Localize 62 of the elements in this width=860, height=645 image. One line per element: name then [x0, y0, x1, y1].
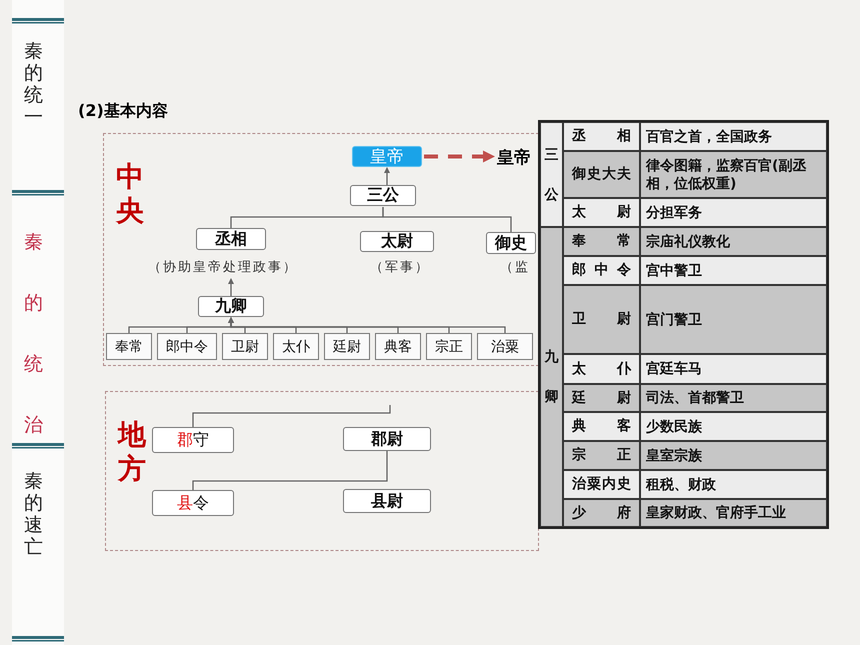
table-cell: 司法、首都警卫 — [640, 384, 827, 412]
table-cell: 典客 — [563, 412, 640, 441]
office-box: 典客 — [375, 333, 421, 360]
table-cell: 治粟内史 — [563, 470, 640, 499]
table-cell: 宫门警卫 — [640, 285, 827, 354]
org-box: 郡守 — [152, 427, 234, 453]
org-box: 郡尉 — [343, 427, 431, 451]
office-box: 奉常 — [106, 333, 152, 360]
section-link: 秦的统治 — [24, 230, 44, 438]
table-cell: 太尉 — [563, 198, 640, 227]
heading: (2)基本内容 — [78, 101, 168, 122]
table-cell: 九卿 — [540, 227, 563, 527]
arrow — [228, 278, 234, 296]
table-cell: 郎中令 — [563, 256, 640, 285]
office-box: 卫尉 — [222, 333, 268, 360]
org-box: 九卿 — [198, 296, 264, 317]
office-box: 宗正 — [426, 333, 472, 360]
table-cell: 律令图籍，监察百官(副丞相，位低权重) — [640, 151, 827, 198]
table-cell: 丞相 — [563, 122, 640, 151]
table-cell: 太仆 — [563, 354, 640, 384]
office-box: 太仆 — [273, 333, 319, 360]
table-cell: 租税、财政 — [640, 470, 827, 499]
connector-line — [192, 405, 391, 427]
table-cell: 宫廷车马 — [640, 354, 827, 384]
table-cell: 宫中警卫 — [640, 256, 827, 285]
table-cell: 皇家财政、官府手工业 — [640, 499, 827, 527]
dashed-frame — [103, 133, 539, 366]
connector-line — [192, 451, 388, 490]
table-cell: 少数民族 — [640, 412, 827, 441]
table-cell: 宗庙礼仪教化 — [640, 227, 827, 256]
office-box: 郎中令 — [157, 333, 217, 360]
note-text: （监 — [500, 259, 530, 276]
table-cell: 奉常 — [563, 227, 640, 256]
emperor-box: 皇帝 — [352, 146, 422, 167]
section-link: 秦的速亡 — [24, 470, 44, 558]
table-cell: 皇室宗族 — [640, 441, 827, 470]
office-box: 治粟 — [477, 333, 533, 360]
table-cell: 卫尉 — [563, 285, 640, 354]
table-cell: 百官之首，全国政务 — [640, 122, 827, 151]
table-cell: 少府 — [563, 499, 640, 527]
table-cell: 宗正 — [563, 441, 640, 470]
org-box: 县尉 — [343, 489, 431, 513]
table-cell: 御史大夫 — [563, 151, 640, 198]
table-cell: 三公 — [540, 122, 563, 227]
org-box: 御史 — [486, 232, 536, 254]
org-box: 三公 — [350, 185, 416, 206]
org-box: 县令 — [152, 490, 234, 516]
arrow — [424, 150, 495, 162]
note-text: （军事） — [370, 259, 430, 276]
arrow — [384, 167, 390, 185]
office-box: 廷尉 — [324, 333, 370, 360]
org-box: 丞相 — [196, 228, 266, 250]
table-cell: 分担军务 — [640, 198, 827, 227]
region-label: 地方 — [118, 418, 148, 486]
arrow-target-text: 皇帝 — [497, 146, 531, 169]
region-label: 中央 — [116, 160, 145, 228]
table-cell: 廷尉 — [563, 384, 640, 412]
dashed-frame — [105, 391, 539, 551]
section-link: 秦的统一 — [24, 40, 44, 128]
note-text: （协助皇帝处理政事） — [148, 259, 298, 276]
org-box: 太尉 — [360, 231, 434, 252]
connector-line — [382, 207, 512, 232]
